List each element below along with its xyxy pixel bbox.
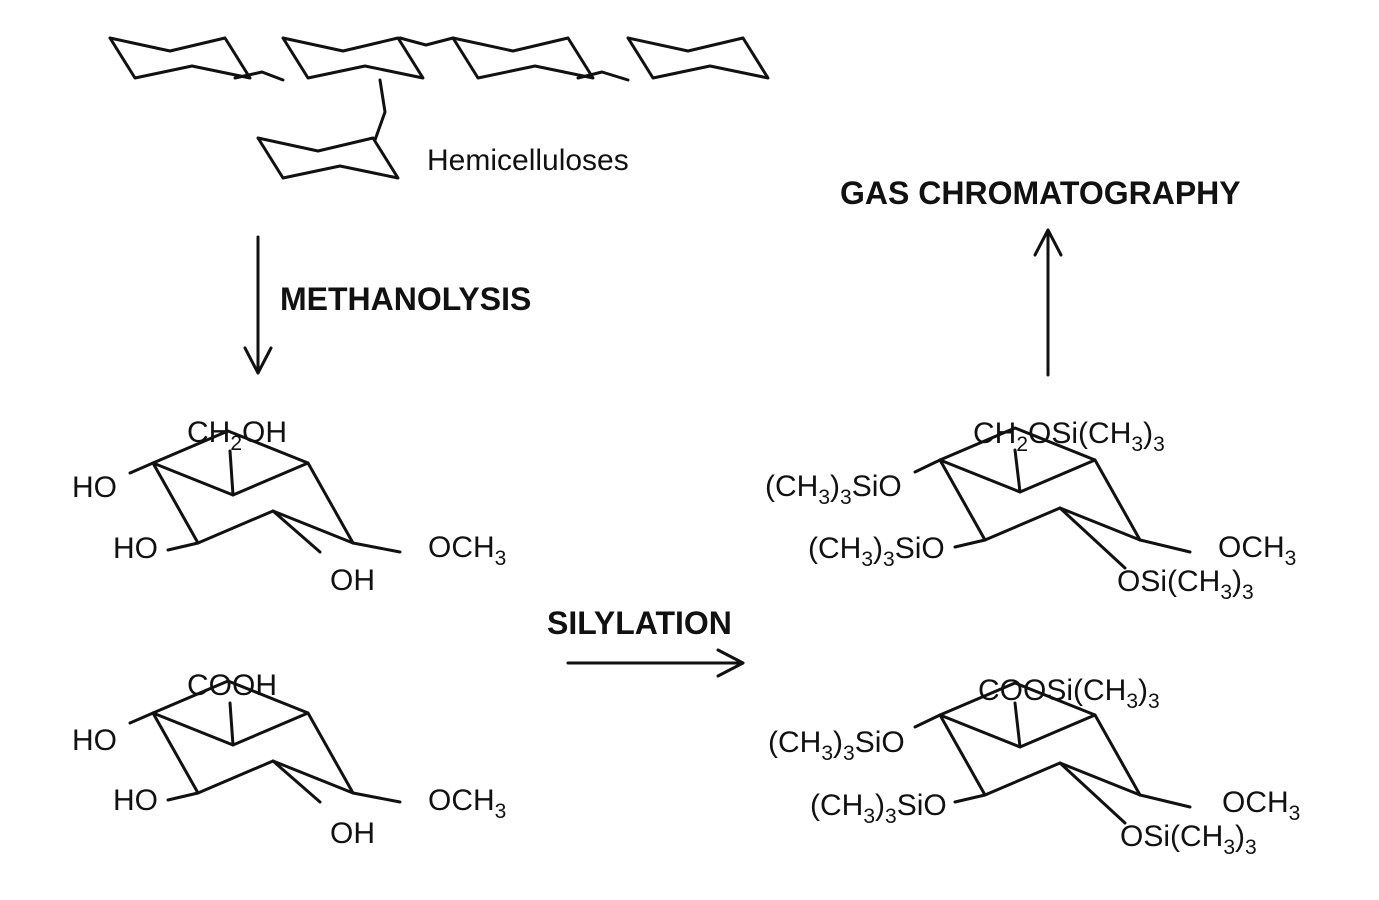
glc-c6-label: CH2OH (187, 416, 287, 455)
tms-glucoside-substituent-bonds (913, 448, 1192, 570)
tms-glc-c2-label: OSi(CH3)3 (1117, 565, 1254, 604)
glca-c6-label: COOH (187, 669, 277, 702)
tms-glca-c2-label: OSi(CH3)3 (1120, 820, 1257, 859)
gas-chromatography-label: GAS CHROMATOGRAPHY (840, 175, 1241, 211)
analysis-arrow (1033, 228, 1063, 377)
silylation-label: SILYLATION (547, 605, 732, 641)
glc-c2-label: OH (330, 564, 375, 597)
tms-glc-c6-label: CH2OSi(CH3)3 (973, 417, 1165, 456)
tms-glucuronoside-labels: COOSi(CH3)3 (CH3)3SiO (CH3)3SiO OCH3 OSi… (768, 674, 1300, 859)
hemicellulose-structure (108, 36, 770, 180)
hemicelluloses-label: Hemicelluloses (427, 144, 629, 177)
methyl-glucuronoside-substituent-bonds (128, 701, 402, 804)
methyl-glucoside-labels: CH2OH HO HO OH OCH3 (72, 416, 506, 597)
glc-c4-label: HO (72, 471, 117, 504)
methanolysis-arrow (243, 235, 273, 375)
tms-glc-c4-label: (CH3)3SiO (765, 470, 902, 509)
methyl-glucoside-substituent-bonds (128, 449, 402, 554)
tms-glc-c1-label: OCH3 (1218, 531, 1296, 570)
glca-c3-label: HO (113, 784, 158, 817)
chair-ring-3 (451, 36, 595, 80)
branch-chair-ring (256, 136, 400, 180)
methyl-glucuronoside-labels: COOH HO HO OH OCH3 (72, 669, 506, 850)
tms-glca-c3-label: (CH3)3SiO (810, 789, 947, 828)
glc-c1-label: OCH3 (428, 531, 506, 570)
chair-ring-4 (626, 36, 770, 80)
tms-glca-c1-label: OCH3 (1222, 786, 1300, 825)
tms-glucuronoside-substituent-bonds (913, 701, 1192, 825)
tms-glc-c3-label: (CH3)3SiO (808, 532, 945, 571)
glca-c2-label: OH (330, 817, 375, 850)
glycosidic-links (233, 36, 630, 142)
tms-glucoside-labels: CH2OSi(CH3)3 (CH3)3SiO (CH3)3SiO OCH3 OS… (765, 417, 1296, 604)
glca-c1-label: OCH3 (428, 784, 506, 823)
chair-ring-2 (281, 36, 425, 80)
silylation-arrow (566, 648, 745, 678)
methanolysis-label: METHANOLYSIS (280, 281, 531, 317)
tms-glca-c6-label: COOSi(CH3)3 (978, 674, 1160, 713)
glc-c3-label: HO (113, 532, 158, 565)
chair-ring-1 (108, 36, 252, 80)
glca-c4-label: HO (72, 724, 117, 757)
tms-glca-c4-label: (CH3)3SiO (768, 726, 905, 765)
